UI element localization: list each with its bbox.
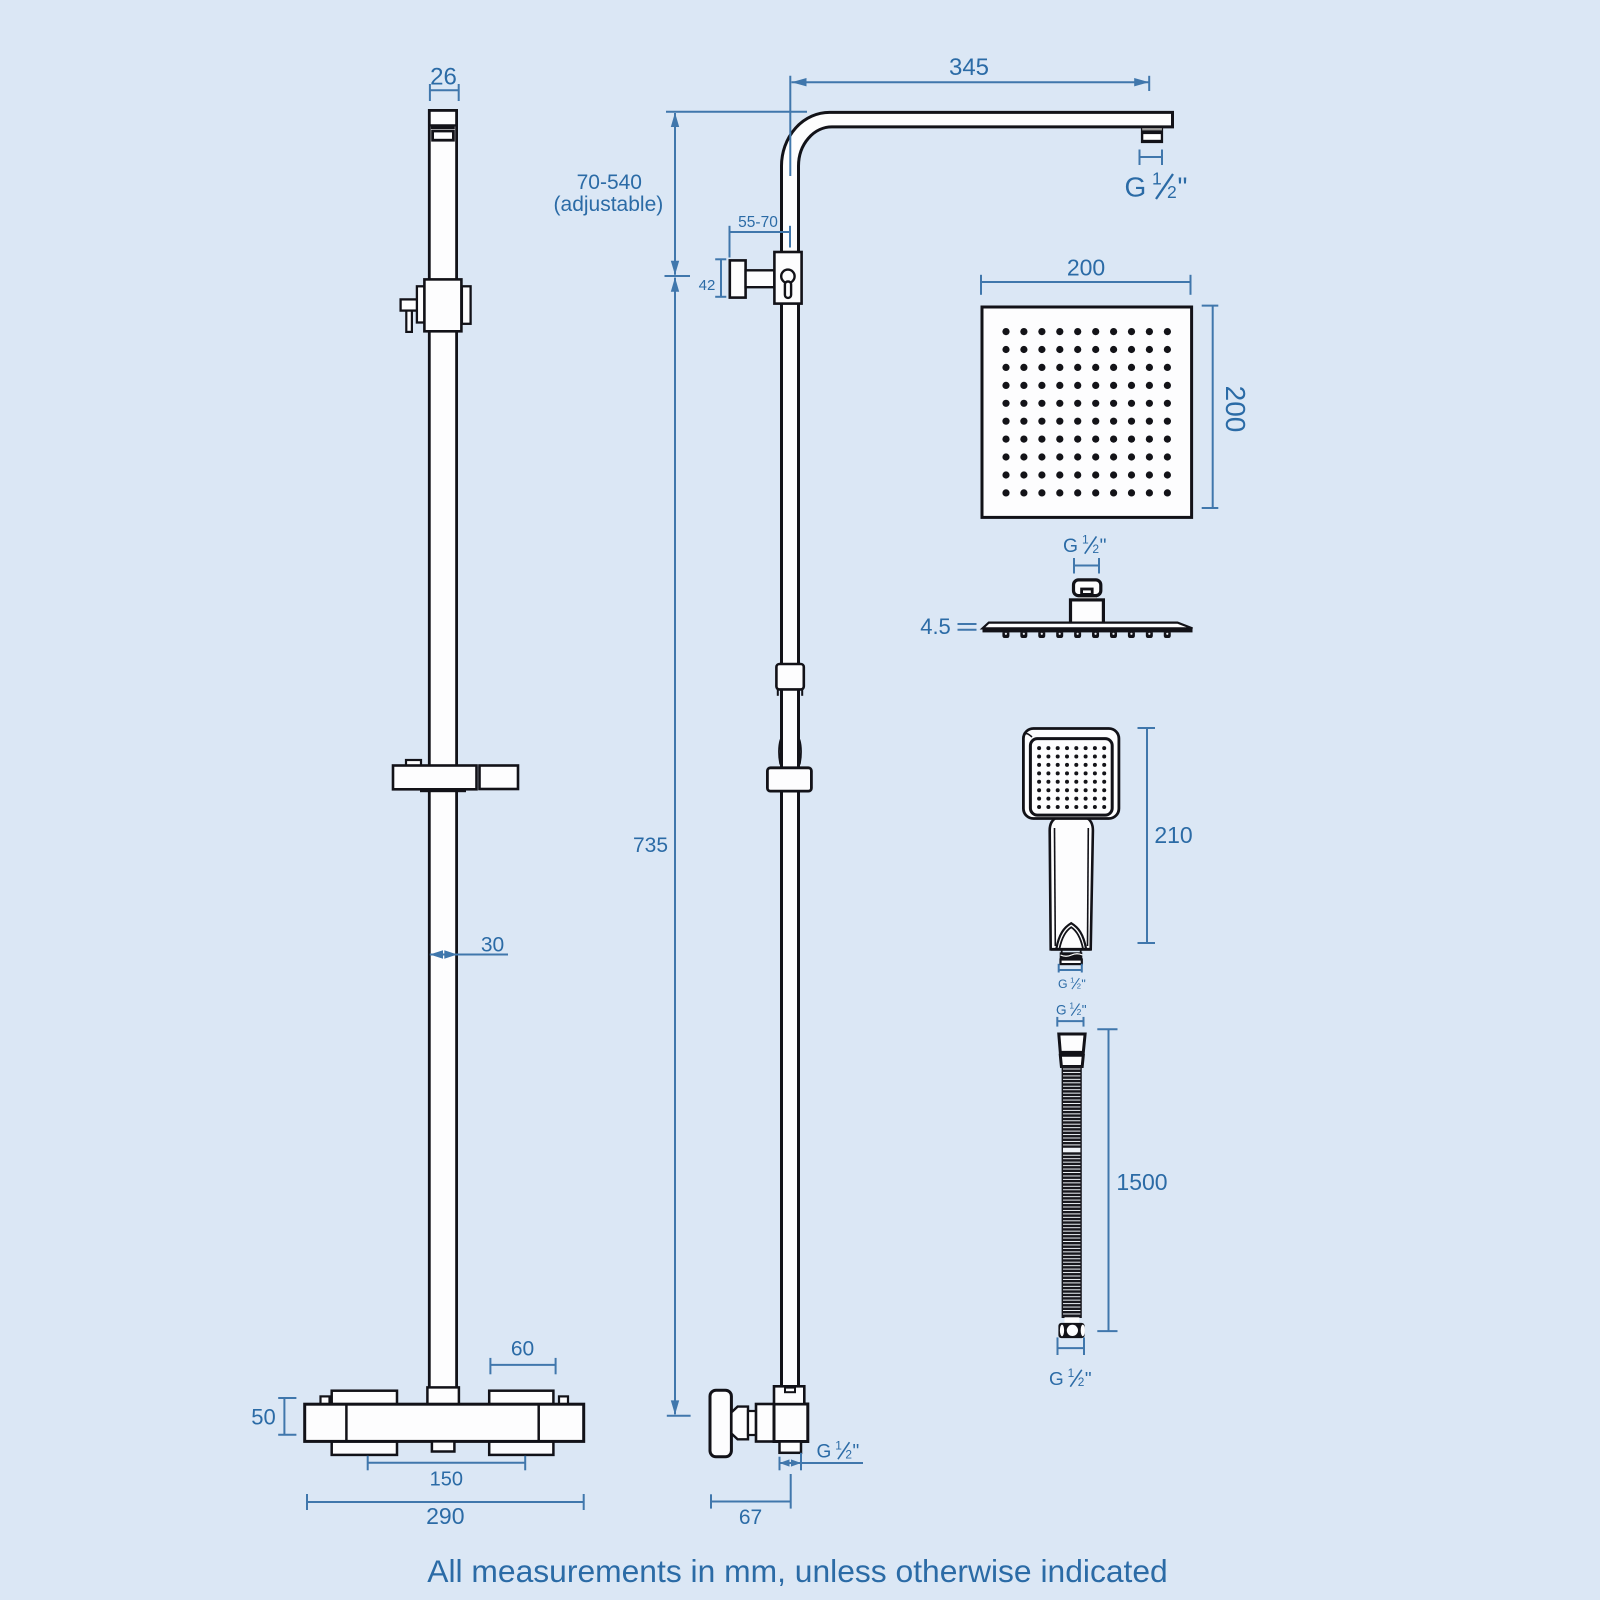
svg-text:55-70: 55-70 — [738, 214, 778, 231]
svg-text:290: 290 — [426, 1503, 464, 1529]
svg-text:1500: 1500 — [1116, 1169, 1167, 1195]
svg-text:50: 50 — [251, 1405, 275, 1430]
svg-text:67: 67 — [739, 1506, 762, 1529]
svg-text:150: 150 — [430, 1469, 463, 1491]
svg-text:210: 210 — [1154, 822, 1192, 848]
svg-text:70-540: 70-540 — [577, 171, 642, 194]
svg-text:735: 735 — [633, 834, 668, 857]
svg-text:345: 345 — [949, 54, 989, 81]
svg-text:4.5: 4.5 — [920, 614, 951, 639]
svg-text:200: 200 — [1220, 386, 1251, 433]
svg-text:42: 42 — [699, 277, 716, 294]
svg-text:(adjustable): (adjustable) — [554, 193, 664, 216]
svg-text:60: 60 — [511, 1338, 534, 1361]
svg-text:26: 26 — [430, 64, 457, 91]
svg-text:30: 30 — [481, 934, 504, 957]
svg-text:200: 200 — [1067, 255, 1105, 281]
svg-text:All measurements in mm, unless: All measurements in mm, unless otherwise… — [427, 1553, 1167, 1589]
